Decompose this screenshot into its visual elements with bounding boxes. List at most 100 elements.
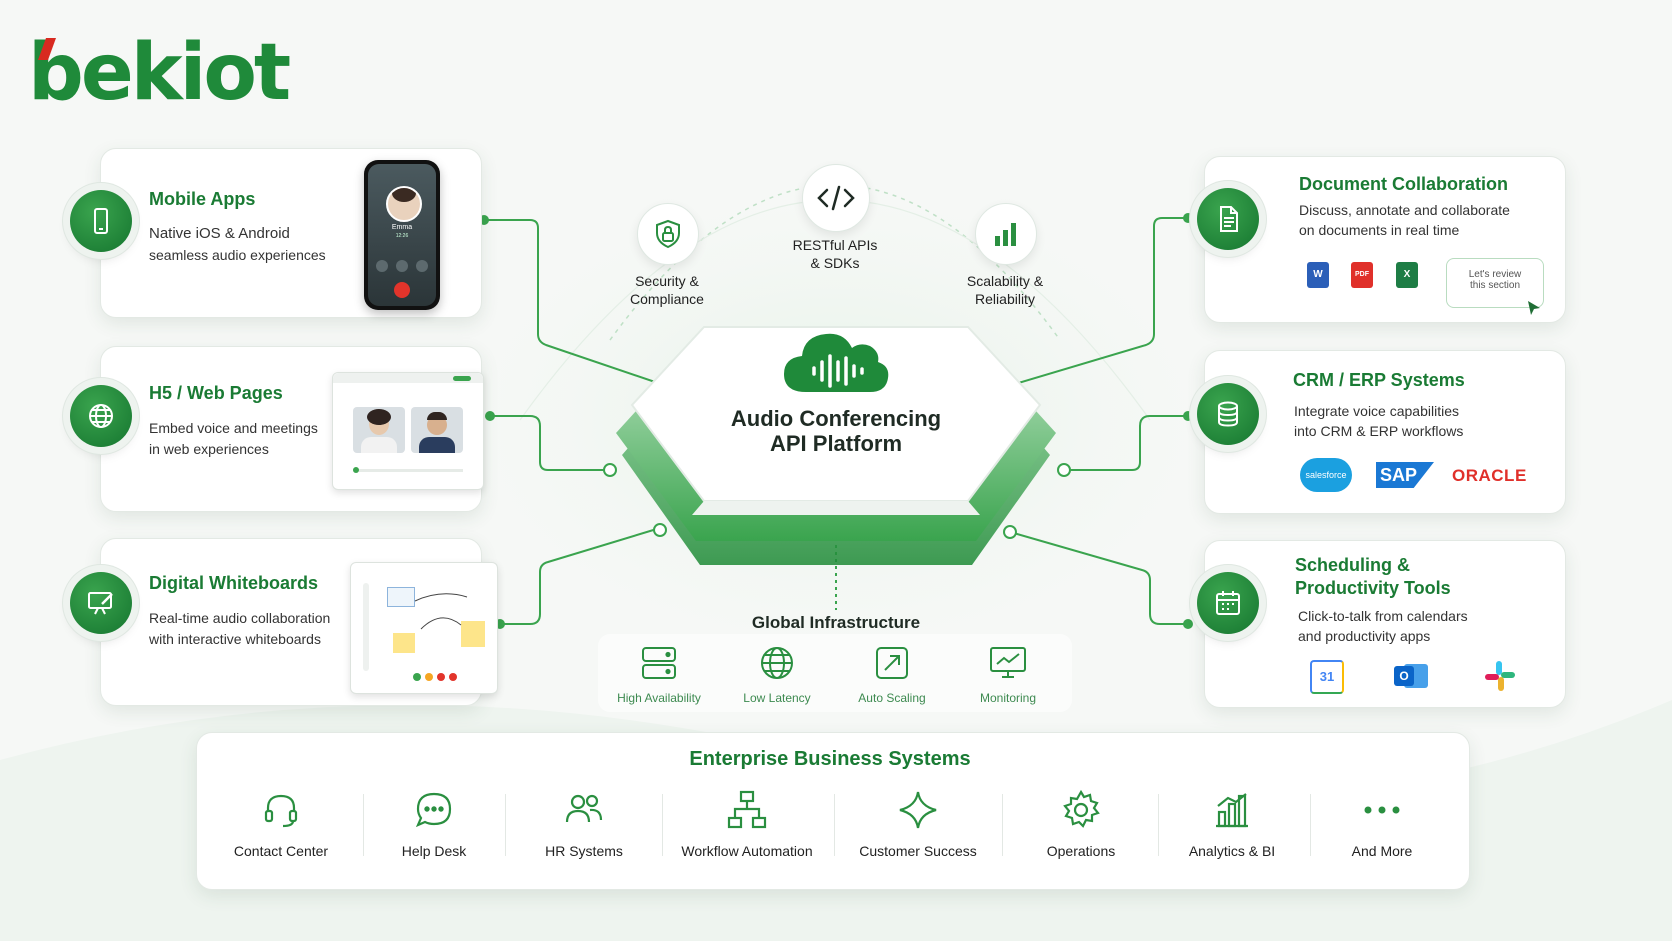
document-collab-badge [1197, 188, 1259, 250]
code-icon [817, 185, 855, 211]
platform-hexagon [616, 326, 1056, 565]
bar-chart-icon [995, 223, 1016, 246]
outlook-icon: O [1394, 660, 1428, 692]
end-call-button[interactable] [394, 282, 410, 298]
calendar-icon [1216, 591, 1240, 615]
globe-icon [89, 404, 113, 428]
global-infra-title: Global Infrastructure [751, 613, 921, 632]
enterprise-item-and-more[interactable]: And More [1351, 843, 1413, 859]
mobile-apps-badge [70, 190, 132, 252]
keypad-button[interactable] [396, 260, 408, 272]
comment-line-2: this section [1469, 280, 1521, 291]
scalability-feature-icon [975, 203, 1037, 265]
more-dots-icon [1364, 806, 1400, 814]
web-pages-desc-2: in web experiences [149, 441, 269, 457]
separator [834, 794, 835, 856]
document-collab-desc-2: on documents in real time [1299, 222, 1460, 238]
separator [1002, 794, 1003, 856]
chat-bubble-icon [415, 792, 452, 828]
separator [662, 794, 663, 856]
excel-file-icon: X [1396, 262, 1418, 288]
security-label-1: Security & [635, 273, 699, 289]
cloud-audio-icon [784, 333, 889, 392]
scalability-label-2: Reliability [975, 291, 1035, 307]
salesforce-logo: salesforce [1300, 458, 1352, 492]
caller-name: Emma [391, 224, 413, 231]
scheduling-desc-2: and productivity apps [1298, 628, 1431, 644]
crm-erp-desc-1: Integrate voice capabilities [1294, 403, 1459, 419]
scheduling-title-2: Productivity Tools [1295, 578, 1451, 598]
whiteboard-mockup [350, 562, 498, 694]
api-label-2: & SDKs [810, 255, 860, 271]
mobile-apps-title: Mobile Apps [149, 189, 256, 209]
mobile-apps-desc-2: seamless audio experiences [149, 247, 326, 263]
monitoring-icon [990, 647, 1026, 678]
scheduling-title-1: Scheduling & [1295, 555, 1411, 575]
sparkle-icon [899, 791, 937, 829]
slack-icon [1485, 661, 1515, 691]
enterprise-item-customer-success[interactable]: Customer Success [859, 843, 977, 859]
whiteboard-icon [88, 592, 113, 615]
scheduling-card[interactable] [1204, 540, 1566, 708]
browser-mockup [332, 372, 484, 490]
video-tile-1 [353, 407, 405, 453]
security-feature-label: Security & Compliance [630, 272, 704, 308]
phone-mockup: Emma 12:26 [364, 160, 440, 310]
call-time: 12:26 [395, 233, 409, 239]
word-file-icon: W [1307, 262, 1329, 288]
workflow-icon [727, 790, 767, 829]
infra-item-low-latency: Low Latency [743, 691, 811, 705]
enterprise-item-workflow-automation[interactable]: Workflow Automation [681, 843, 813, 859]
api-feature-icon [802, 164, 870, 232]
caller-avatar [386, 186, 422, 222]
api-feature-label: RESTful APIs & SDKs [793, 236, 878, 272]
separator [1158, 794, 1159, 856]
headset-icon [264, 794, 298, 828]
enterprise-item-contact-center[interactable]: Contact Center [233, 843, 329, 859]
document-collab-title: Document Collaboration [1299, 174, 1509, 194]
enterprise-systems-panel [196, 732, 1470, 890]
oracle-logo: ORACLE [1452, 466, 1527, 485]
platform-title-line1: Audio Conferencing [730, 406, 942, 431]
crm-erp-desc-2: into CRM & ERP workflows [1294, 423, 1464, 439]
api-label-1: RESTful APIs [792, 237, 878, 253]
enterprise-item-operations[interactable]: Operations [1046, 843, 1116, 859]
scalability-feature-label: Scalability & Reliability [967, 272, 1043, 308]
globe-network-icon [761, 647, 793, 679]
enterprise-item-analytics-bi[interactable]: Analytics & BI [1188, 843, 1276, 859]
mobile-apps-desc-1: Native iOS & Android [149, 225, 290, 242]
whiteboards-title: Digital Whiteboards [149, 573, 319, 593]
enterprise-item-hr-systems[interactable]: HR Systems [545, 843, 623, 859]
cursor-icon [1528, 301, 1540, 315]
scheduling-badge [1197, 572, 1259, 634]
document-icon [1220, 206, 1238, 232]
web-pages-badge [70, 385, 132, 447]
scaling-arrow-icon [876, 647, 908, 679]
scheduling-desc-1: Click-to-talk from calendars [1298, 608, 1468, 624]
scheduling-title: Scheduling & Productivity Tools [1295, 554, 1451, 600]
speaker-button[interactable] [416, 260, 428, 272]
separator [363, 794, 364, 856]
platform-title: Audio Conferencing API Platform [700, 406, 972, 456]
analytics-icon [1216, 793, 1248, 828]
mute-button[interactable] [376, 260, 388, 272]
shield-lock-icon [656, 219, 680, 249]
server-icon [642, 647, 676, 679]
scalability-label-1: Scalability & [966, 273, 1044, 289]
crm-erp-badge [1197, 383, 1259, 445]
web-pages-desc-1: Embed voice and meetings [149, 420, 318, 436]
whiteboards-desc-1: Real-time audio collaboration [149, 610, 331, 626]
video-tile-2 [411, 407, 463, 453]
web-pages-title: H5 / Web Pages [149, 383, 283, 403]
whiteboards-desc-2: with interactive whiteboards [149, 631, 321, 647]
whiteboards-badge [70, 572, 132, 634]
separator [505, 794, 506, 856]
security-label-2: Compliance [630, 291, 704, 307]
database-icon [1218, 401, 1238, 427]
enterprise-item-help-desk[interactable]: Help Desk [401, 843, 467, 859]
security-feature-icon [637, 203, 699, 265]
infra-item-auto-scaling: Auto Scaling [858, 691, 926, 705]
smartphone-icon [94, 208, 108, 234]
infra-item-high-availability: High Availability [617, 691, 701, 705]
comment-bubble: Let's review this section [1446, 258, 1544, 308]
